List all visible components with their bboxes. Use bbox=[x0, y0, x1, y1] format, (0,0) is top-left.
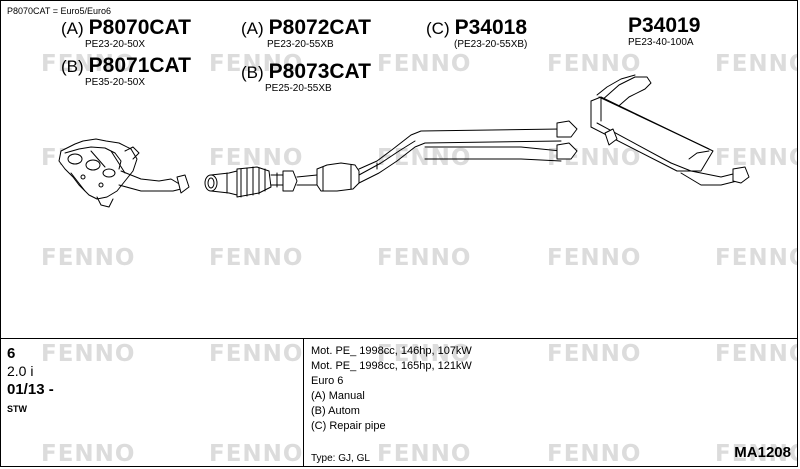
section-divider bbox=[1, 338, 797, 339]
part-label-p8070cat[interactable]: (A)P8070CAT PE23-20-50X bbox=[61, 17, 191, 50]
part-oem: (PE23-20-55XB) bbox=[454, 39, 528, 50]
part-code: P34019 bbox=[628, 14, 701, 37]
part-label-p8071cat[interactable]: (B)P8071CAT PE35-20-50X bbox=[61, 55, 191, 88]
fenno-watermark: FENNO bbox=[547, 245, 642, 271]
fenno-watermark: FENNO bbox=[377, 341, 472, 367]
part-code: P8073CAT bbox=[268, 60, 371, 83]
fenno-watermark: FENNO bbox=[715, 51, 797, 77]
part-code: P8072CAT bbox=[268, 16, 371, 39]
part-prefix: (B) bbox=[61, 57, 84, 76]
intermediate-pipe[interactable] bbox=[296, 120, 578, 192]
part-code: P8070CAT bbox=[88, 16, 191, 39]
vehicle-date: 01/13 - bbox=[7, 381, 54, 398]
fenno-watermark: FENNO bbox=[547, 51, 642, 77]
diagram-code: MA1208 bbox=[734, 444, 791, 461]
part-label-p34019[interactable]: P34019 PE23-40-100A bbox=[628, 15, 700, 48]
fenno-watermark: FENNO bbox=[715, 245, 797, 271]
rear-silencer[interactable] bbox=[590, 74, 750, 186]
fenno-watermark: FENNO bbox=[715, 145, 797, 171]
part-prefix: (A) bbox=[61, 19, 84, 38]
fenno-watermark: FENNO bbox=[715, 441, 797, 467]
fenno-watermark: FENNO bbox=[377, 441, 472, 467]
part-prefix: (B) bbox=[241, 63, 264, 82]
fenno-watermark: FENNO bbox=[547, 441, 642, 467]
vehicle-count: 6 bbox=[7, 345, 16, 362]
fenno-watermark: FENNO bbox=[209, 51, 304, 77]
column-divider bbox=[303, 338, 304, 466]
type-line: Type: GJ, GL bbox=[311, 453, 370, 464]
part-prefix: (A) bbox=[241, 19, 264, 38]
part-oem: PE23-20-55XB bbox=[267, 39, 334, 50]
spec-line: Mot. PE_ 1998cc, 146hp, 107kW bbox=[311, 345, 472, 357]
vehicle-engine: 2.0 i bbox=[7, 363, 34, 379]
fenno-watermark: FENNO bbox=[377, 245, 472, 271]
fenno-watermark: FENNO bbox=[547, 341, 642, 367]
fenno-watermark: FENNO bbox=[41, 51, 136, 77]
part-label-p8073cat[interactable]: (B)P8073CAT PE25-20-55XB bbox=[241, 61, 371, 94]
part-label-p34018[interactable]: (C)P34018 (PE23-20-55XB) bbox=[426, 17, 527, 50]
spec-line: Mot. PE_ 1998cc, 165hp, 121kW bbox=[311, 360, 472, 372]
exhaust-drawing bbox=[58, 74, 750, 208]
part-label-p8072cat[interactable]: (A)P8072CAT PE23-20-55XB bbox=[241, 17, 371, 50]
fenno-watermark: FENNO bbox=[209, 341, 304, 367]
vehicle-body: STW bbox=[7, 404, 27, 414]
fenno-watermark: FENNO bbox=[209, 441, 304, 467]
fenno-watermark: FENNO bbox=[41, 341, 136, 367]
spec-line: (B) Autom bbox=[311, 405, 360, 417]
part-oem: PE25-20-55XB bbox=[265, 83, 332, 94]
front-pipe-catalyst[interactable] bbox=[204, 166, 298, 198]
manifold-catalyst[interactable] bbox=[58, 138, 190, 208]
part-oem: PE23-20-50X bbox=[85, 39, 146, 50]
spec-line: (C) Repair pipe bbox=[311, 420, 386, 432]
spec-line: Euro 6 bbox=[311, 375, 344, 387]
part-code: P34018 bbox=[454, 16, 528, 39]
part-oem: PE23-40-100A bbox=[628, 37, 694, 48]
part-prefix: (C) bbox=[426, 19, 450, 38]
part-code: P8071CAT bbox=[88, 54, 191, 77]
fenno-watermark: FENNO bbox=[41, 245, 136, 271]
spec-line: (A) Manual bbox=[311, 390, 365, 402]
euro-note: P8070CAT = Euro5/Euro6 bbox=[7, 6, 111, 16]
fenno-watermark: FENNO bbox=[377, 51, 472, 77]
part-oem: PE35-20-50X bbox=[85, 77, 146, 88]
fenno-watermark: FENNO bbox=[209, 245, 304, 271]
fenno-watermark: FENNO bbox=[41, 441, 136, 467]
fenno-watermark: FENNO bbox=[715, 341, 797, 367]
